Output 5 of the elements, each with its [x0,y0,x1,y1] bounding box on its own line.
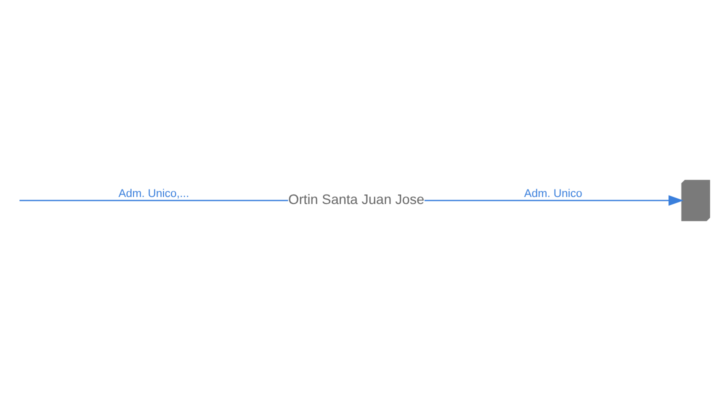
edge-label: Adm. Unico,... [118,188,190,200]
edge-label: Adm. Unico [524,188,582,200]
connector [20,199,288,201]
arrow [424,194,684,206]
node-text: Ortin Santa Juan Jose [288,192,424,206]
